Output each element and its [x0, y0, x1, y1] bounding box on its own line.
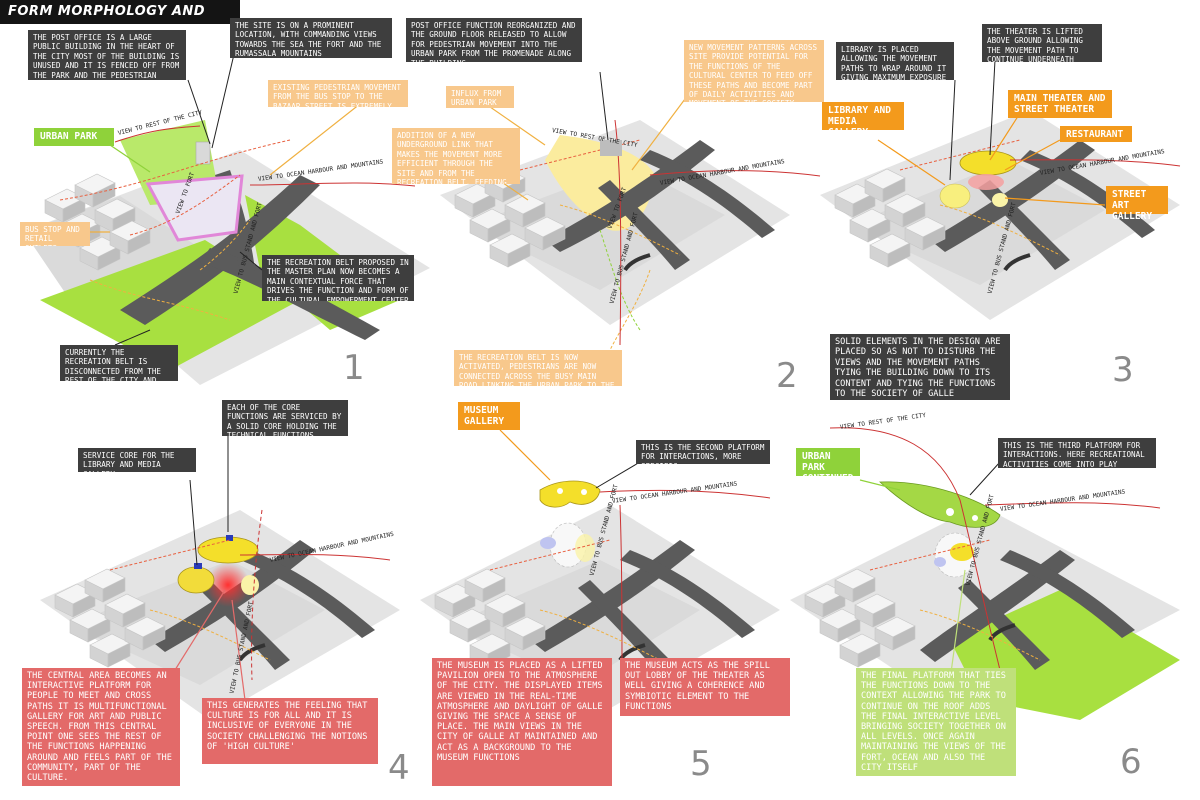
note-post-office: The post office is a large public buildi…: [28, 30, 186, 80]
note-underground-link: Addition of a new underground link that …: [392, 128, 520, 184]
note-library-placement: Library is placed allowing the movement …: [836, 42, 954, 80]
panel-2-scene: [440, 71, 821, 351]
note-museum-pavilion: The museum is placed as a lifted pavilio…: [432, 658, 612, 786]
tag-street-art: STREET ART GALLERY: [1106, 186, 1168, 222]
note-third-platform: This is the third platform for interacti…: [998, 438, 1156, 468]
note-site-location: The site is on a prominent location, wit…: [230, 18, 392, 58]
note-bus-stop: Bus stop and retail outlets: [20, 222, 90, 246]
note-culture-feeling: This generates the feeling that culture …: [202, 698, 378, 764]
note-final-platform: The final platform that ties the functio…: [856, 668, 1016, 776]
note-belt-disconnected: Currently the recreation belt is disconn…: [60, 345, 178, 381]
note-belt-activated: The recreation belt is now activated, pe…: [454, 350, 622, 386]
note-movement-patterns: New movement patterns across site provid…: [684, 40, 824, 102]
panel-number-3: 3: [1112, 350, 1134, 390]
note-second-platform: This is the second platform for interact…: [636, 440, 770, 464]
note-service-core: Service core for the library and media g…: [78, 448, 196, 472]
panel-number-5: 5: [690, 744, 712, 784]
panel-number-4: 4: [388, 748, 410, 788]
panel-number-6: 6: [1120, 742, 1142, 782]
tag-urban-park: URBAN PARK: [34, 128, 114, 146]
note-theater-lifted: The theater is lifted above ground allow…: [982, 24, 1102, 62]
note-spill-lobby: The museum acts as the spill out lobby o…: [620, 658, 790, 716]
note-central-area: The central area becomes an interactive …: [22, 668, 180, 786]
tag-library-media: LIBRARY AND MEDIA GALLERY: [822, 102, 904, 138]
tag-restaurant: RESTAURANT: [1060, 126, 1132, 142]
panel-number-1: 1: [343, 348, 365, 388]
panel-3-scene: [820, 59, 1181, 320]
tag-museum-gallery: MUSEUM GALLERY: [458, 402, 520, 430]
note-recreation-belt: The recreation belt proposed in the mast…: [262, 255, 414, 301]
tag-urban-park-continued: URBAN PARK CONTINUED: [796, 448, 860, 484]
panel-4-scene: [40, 432, 400, 720]
note-pedestrian-movement: Existing pedestrian movement from the bu…: [268, 80, 408, 107]
tag-main-theater: MAIN THEATER AND STREET THEATER: [1008, 90, 1112, 118]
panel-5-scene: [420, 429, 780, 720]
panel-number-2: 2: [776, 356, 798, 396]
note-influx-park: Influx from urban park: [446, 86, 514, 108]
note-post-office-reorganized: Post office function reorganized and the…: [406, 18, 582, 62]
note-solid-core: Each of the core functions are serviced …: [222, 400, 348, 436]
note-solid-elements: Solid elements in the design are placed …: [830, 334, 1010, 400]
